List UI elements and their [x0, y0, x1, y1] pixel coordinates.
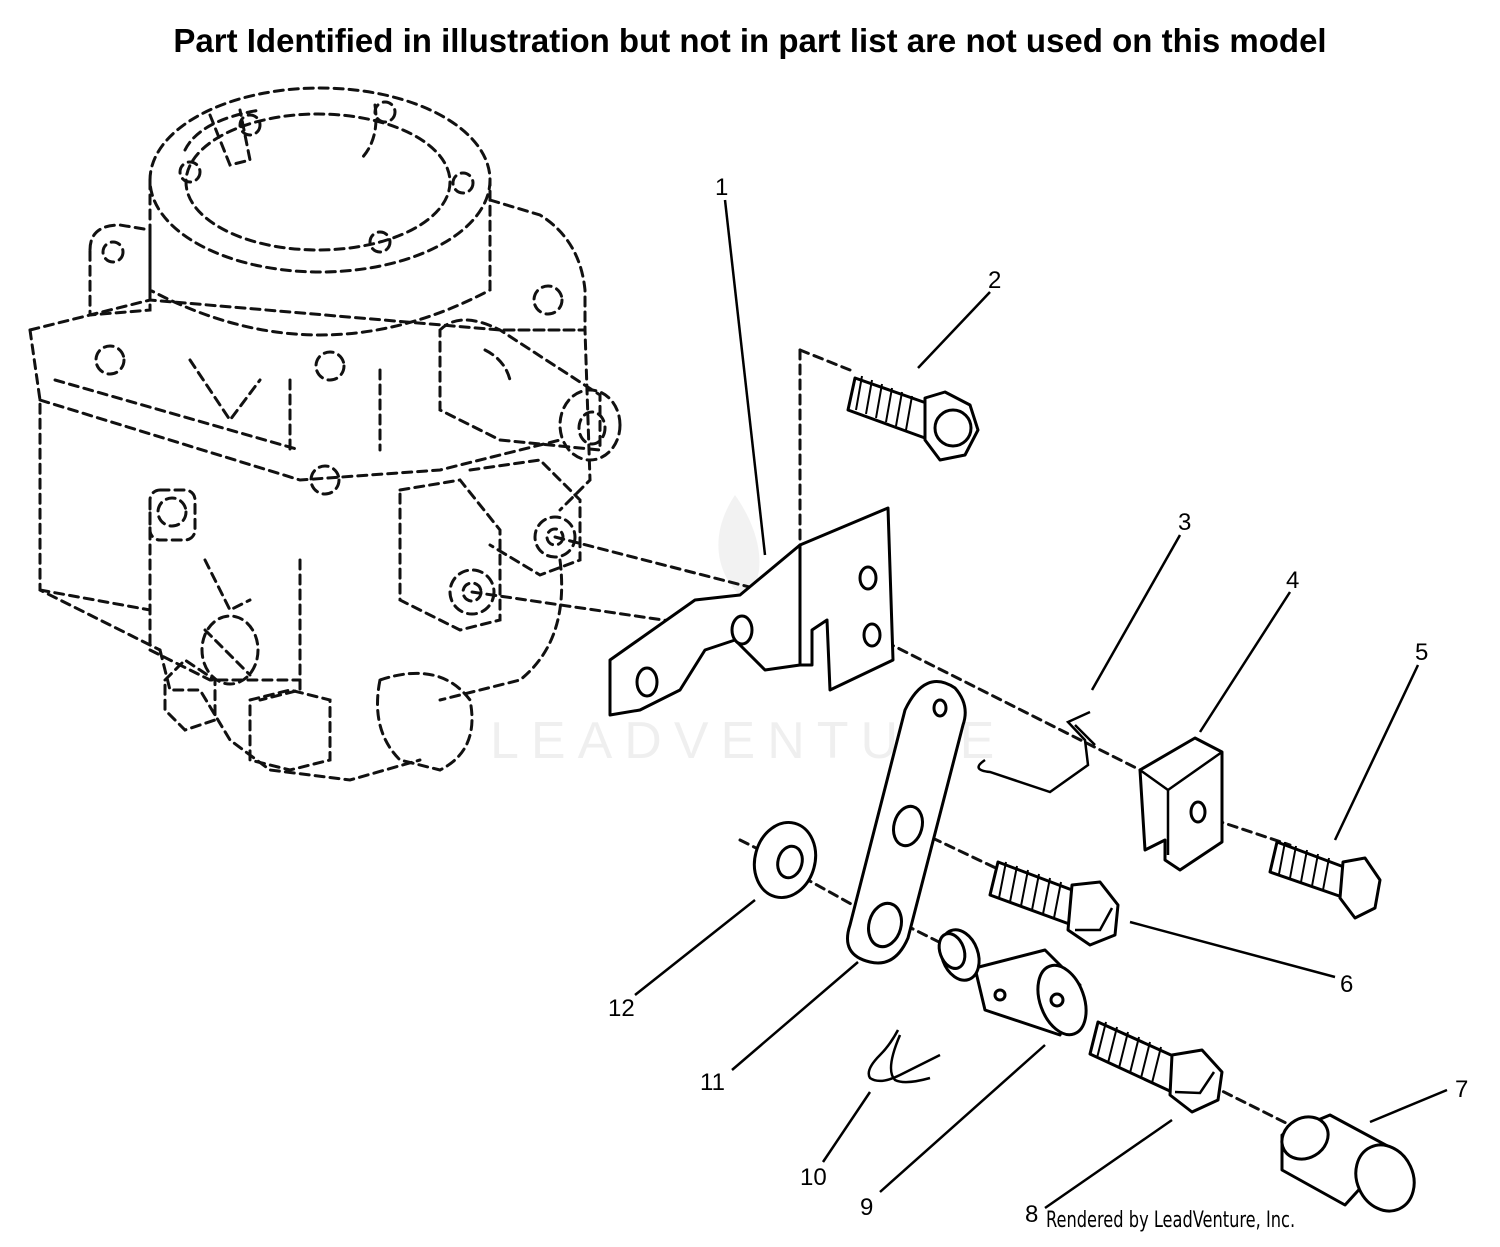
callout-8: 8	[1025, 1201, 1038, 1228]
callout-10: 10	[800, 1164, 827, 1191]
callout-4: 4	[1286, 567, 1299, 594]
part-5-bolt	[1268, 840, 1382, 920]
part-7-cap	[1280, 1113, 1416, 1213]
callout-5: 5	[1415, 639, 1428, 666]
part-3-spring-clip	[977, 710, 1096, 794]
callout-6: 6	[1340, 971, 1353, 998]
part-10-hairpin-clip	[867, 1029, 941, 1084]
part-4-block	[1138, 736, 1224, 872]
part-8-bolt	[1088, 1020, 1224, 1114]
leader-lines	[634, 199, 1448, 1210]
callout-11: 11	[700, 1069, 725, 1096]
part-1-bracket	[608, 506, 895, 717]
page-title: Part Identified in illustration but not …	[173, 22, 1327, 59]
carburetor-outline	[28, 86, 622, 782]
callout-3: 3	[1178, 509, 1191, 536]
callout-7: 7	[1455, 1076, 1468, 1103]
part-2-bolt	[846, 375, 980, 462]
part-6-bolt	[988, 860, 1120, 947]
render-credit: Rendered by LeadVenture, Inc.	[1046, 1208, 1296, 1233]
part-11-link-plate	[846, 680, 967, 965]
callout-numbers: 1 2 3 4 5 6 7 8 9 10 11 12	[608, 174, 1468, 1228]
callout-9: 9	[860, 1194, 873, 1221]
part-9-swivel	[937, 928, 1088, 1037]
callout-2: 2	[988, 267, 1001, 294]
callout-1: 1	[715, 174, 728, 201]
callout-12: 12	[608, 995, 635, 1022]
part-12-washer	[752, 820, 818, 900]
